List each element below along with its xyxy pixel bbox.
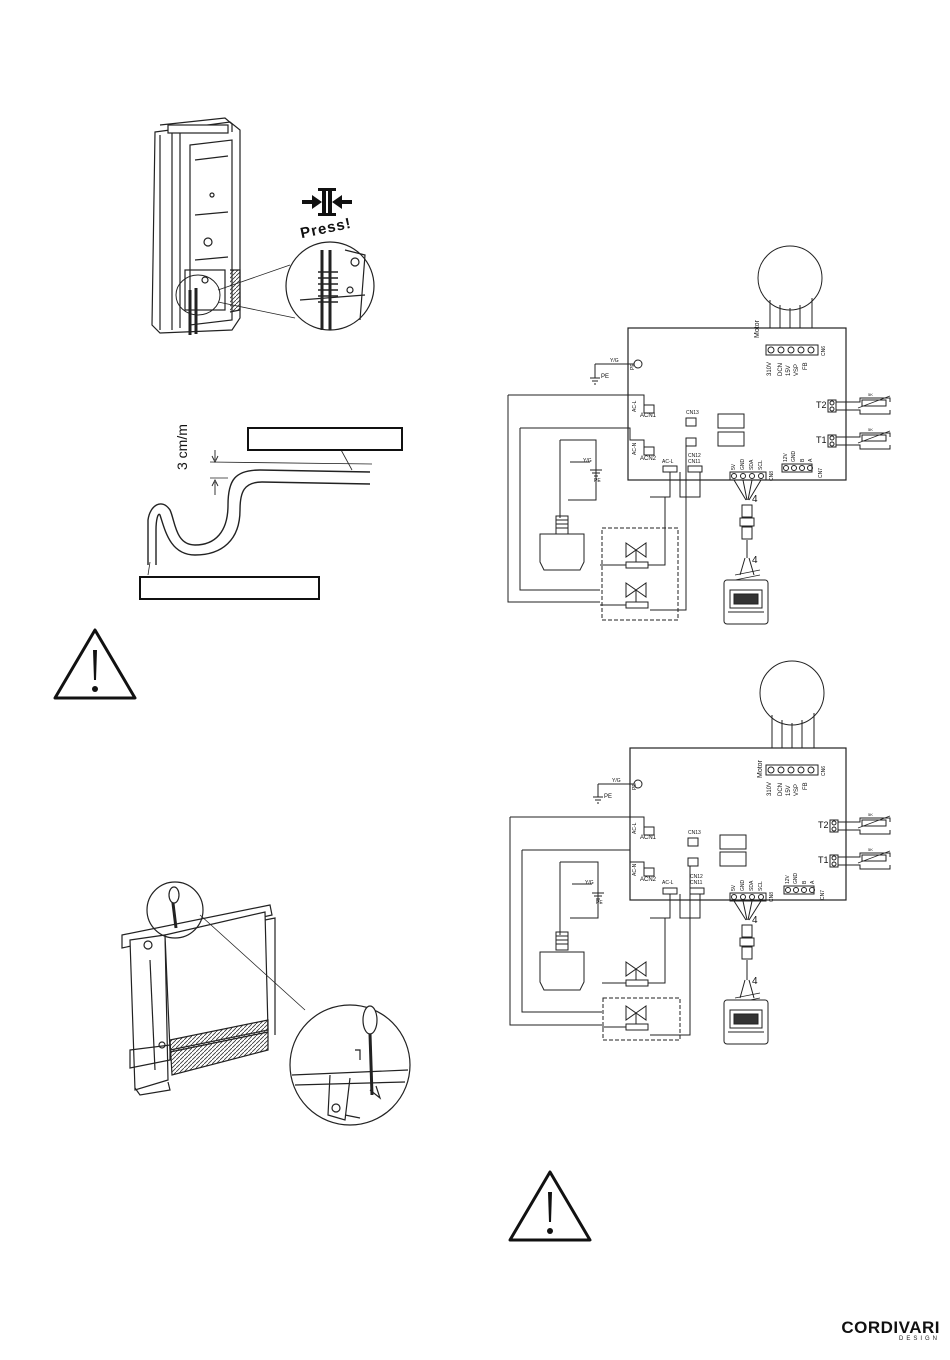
wd2-pe-small: PE (596, 900, 603, 906)
wd1-yg: Y/G (610, 358, 619, 364)
wd1-cn7-b: B (800, 458, 806, 462)
warning-icon-2 (508, 1170, 592, 1242)
label-box-upper (247, 427, 403, 451)
wd2-cn13: CN13 (688, 830, 701, 836)
brand-name: CORDIVARI (841, 1318, 940, 1337)
wd2-cn8-sda: SDA (749, 880, 755, 891)
wd1-motor-label: Motor (754, 320, 761, 338)
wd2-acn2: ACN2 (640, 877, 657, 883)
brand-logo: CORDIVARI DESIGN (830, 1318, 940, 1342)
wd2-sensor-5k-t2: 5K (868, 812, 873, 817)
wd2-acn: AC-N (632, 863, 638, 876)
wd2-t1: T1 (818, 855, 829, 865)
wd1-wire-count-1: 4 (752, 494, 758, 505)
wd1-sensor-5k-t1: 5K (868, 427, 873, 432)
wd2-cn8-5v: 5V (731, 884, 737, 891)
wd1-cn6: CN6 (821, 345, 827, 356)
wd1-cn8-gnd: GND (740, 458, 746, 470)
wd1-cn8-sda: SDA (749, 459, 755, 470)
wd1-cn7: CN7 (818, 467, 824, 478)
wd2-t2: T2 (818, 820, 829, 830)
wd1-cn8-scl: SCL (758, 460, 764, 470)
wd2-pe: PE (604, 794, 613, 800)
wd2-wire-count-1: 4 (752, 915, 758, 926)
wd1-pin-vsp: VSP (794, 363, 800, 376)
wd1-cn8: CN8 (769, 470, 775, 481)
wd2-cn6: CN6 (821, 765, 827, 776)
wd2-cn11: CN11 (690, 880, 703, 886)
wd1-sensor-5k-t2: 5K (868, 392, 873, 397)
wd1-pe: PE (601, 374, 610, 380)
wd2-yg: Y/G (612, 778, 621, 784)
wd1-acl: AC-L (632, 400, 638, 412)
wd2-acn1: ACN1 (640, 835, 657, 841)
wd2-pin-fb: FB (803, 782, 809, 790)
wd2-cn7-12v: 12V (785, 875, 791, 884)
screwdriver-zoom-detail (289, 1004, 411, 1126)
wd1-yg-small: Y/G (583, 458, 592, 464)
wd2-pin-dcn: DCN (778, 783, 784, 796)
press-arrows-icon (302, 188, 352, 216)
wd1-cn13: CN13 (686, 410, 699, 416)
wd1-pin-dcn: DCN (778, 363, 784, 376)
warning-icon (53, 628, 137, 700)
wd1-cn8-5v: 5V (731, 463, 737, 470)
wd1-pin-fb: FB (803, 362, 809, 370)
wd1-acn: AC-N (632, 442, 638, 455)
wd1-pe-vertical: PE (630, 363, 636, 370)
wd2-cn12: CN12 (690, 874, 703, 880)
wd2-cn8-gnd: GND (740, 879, 746, 891)
press-zoom-detail (285, 241, 375, 331)
drain-pipe-diagram (147, 447, 373, 576)
wd2-pe-vertical: PE (632, 783, 638, 790)
wd1-cn7-12v: 12V (783, 453, 789, 462)
wd1-cn7-a: A (808, 458, 814, 462)
wd2-yg-small: Y/G (585, 880, 594, 886)
wd2-acl-2: AC-L (662, 880, 674, 886)
wd1-acl-2: AC-L (662, 459, 674, 465)
wd2-cn8: CN8 (769, 891, 775, 902)
wd2-cn8-scl: SCL (758, 881, 764, 891)
wd2-pin-vsp: VSP (794, 783, 800, 796)
wd1-cn11: CN11 (688, 459, 701, 465)
wd1-wire-count-2: 4 (752, 555, 758, 566)
wd2-cn7-b: B (802, 880, 808, 884)
wd1-cn12: CN12 (688, 453, 701, 459)
wd1-t2: T2 (816, 400, 827, 410)
wd2-acl: AC-L (632, 822, 638, 834)
wd1-pe-small: PE (594, 478, 601, 484)
wd1-acn2: ACN2 (640, 456, 657, 462)
slope-label: 3 cm/m (174, 424, 190, 470)
wd1-cn7-gnd: GND (791, 450, 797, 462)
wd2-pin-310v: 310V (767, 781, 773, 796)
wd2-cn7-gnd: GND (793, 872, 799, 884)
wd2-motor-label: Motor (757, 760, 764, 778)
label-box-lower (139, 576, 320, 600)
wd1-pin-15v: 15V (786, 365, 792, 376)
wd2-wire-count-2: 4 (752, 976, 758, 987)
unit-front-illustration (121, 881, 306, 1096)
brand-sub: DESIGN (898, 1336, 940, 1342)
wd2-cn7: CN7 (820, 889, 826, 900)
wiring-diagram-1 (507, 245, 891, 625)
wd2-cn7-a: A (810, 880, 816, 884)
wd1-pin-310v: 310V (767, 361, 773, 376)
wd1-t1: T1 (816, 435, 827, 445)
wd2-sensor-5k-t1: 5K (868, 847, 873, 852)
unit-side-illustration (151, 117, 296, 335)
wd1-acn1: ACN1 (640, 413, 657, 419)
wd2-pin-15v: 15V (786, 785, 792, 796)
wiring-diagram-2 (509, 660, 891, 1045)
